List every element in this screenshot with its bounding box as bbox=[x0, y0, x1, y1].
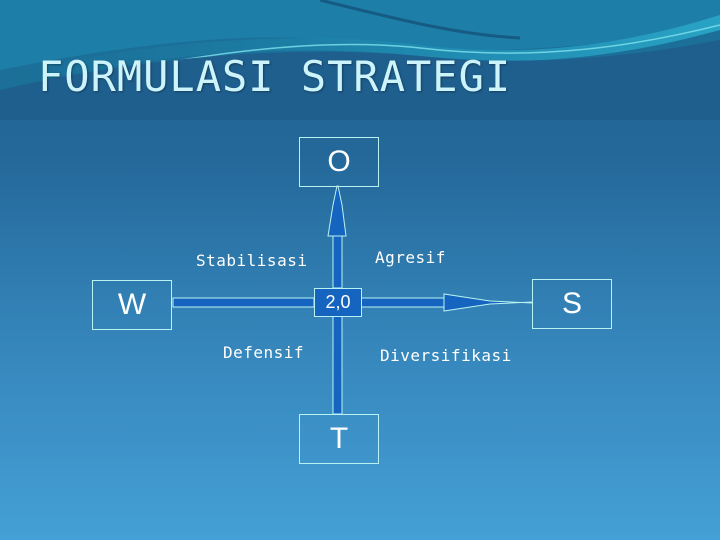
vertical-axis-bar-bottom bbox=[332, 315, 343, 415]
arrow-right-icon bbox=[443, 293, 533, 312]
arrow-up-icon bbox=[327, 185, 347, 237]
quadrant-label-diversifikasi: Diversifikasi bbox=[380, 346, 512, 365]
quadrant-label-stabilisasi: Stabilisasi bbox=[196, 251, 308, 270]
axis-box-threats: T bbox=[299, 414, 379, 464]
vertical-axis-bar-top bbox=[332, 234, 343, 289]
axis-box-weaknesses: W bbox=[92, 280, 172, 330]
center-value-box: 2,0 bbox=[314, 288, 362, 317]
axis-box-strengths: S bbox=[532, 279, 612, 329]
horizontal-axis-bar bbox=[172, 297, 315, 308]
axis-box-opportunities: O bbox=[299, 137, 379, 187]
quadrant-label-agresif: Agresif bbox=[375, 248, 446, 267]
slide-title: FORMULASI STRATEGI bbox=[38, 52, 512, 101]
background-waves bbox=[0, 0, 720, 120]
quadrant-label-defensif: Defensif bbox=[223, 343, 305, 362]
horizontal-axis-bar-right bbox=[360, 297, 447, 308]
